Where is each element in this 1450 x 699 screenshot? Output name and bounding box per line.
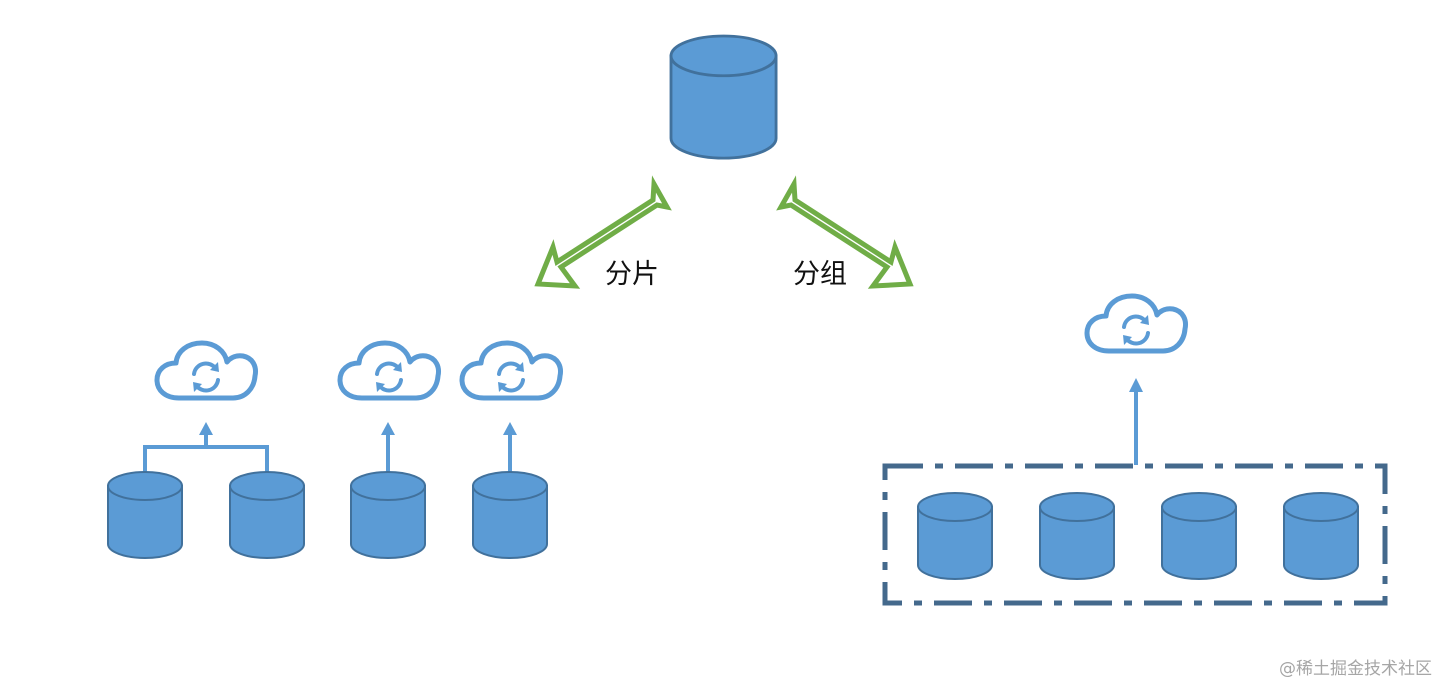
group-arrow (776, 175, 914, 289)
shard-database-icon (472, 471, 548, 559)
group-boundary (882, 463, 1388, 606)
group-database-icon (917, 492, 993, 580)
group-connector (1129, 378, 1143, 465)
source-database-icon (669, 34, 778, 160)
shard-database-icon (107, 471, 183, 559)
group-label: 分组 (793, 259, 847, 290)
shard-database-icon (229, 471, 305, 559)
watermark: @稀土掘金技术社区 (1279, 659, 1432, 679)
cloud-sync-icon (340, 343, 439, 398)
shard-connectors (143, 433, 512, 472)
group-database-icon (1283, 492, 1359, 580)
cloud-sync-icon (157, 343, 256, 398)
cloud-sync-icon (1087, 296, 1186, 351)
shard-arrowheads (199, 422, 517, 435)
cloud-sync-icon (462, 343, 561, 398)
shard-arrow (534, 175, 672, 289)
shard-database-icon (350, 471, 426, 559)
shard-label: 分片 (605, 259, 659, 290)
group-database-icon (1161, 492, 1237, 580)
group-database-icon (1039, 492, 1115, 580)
